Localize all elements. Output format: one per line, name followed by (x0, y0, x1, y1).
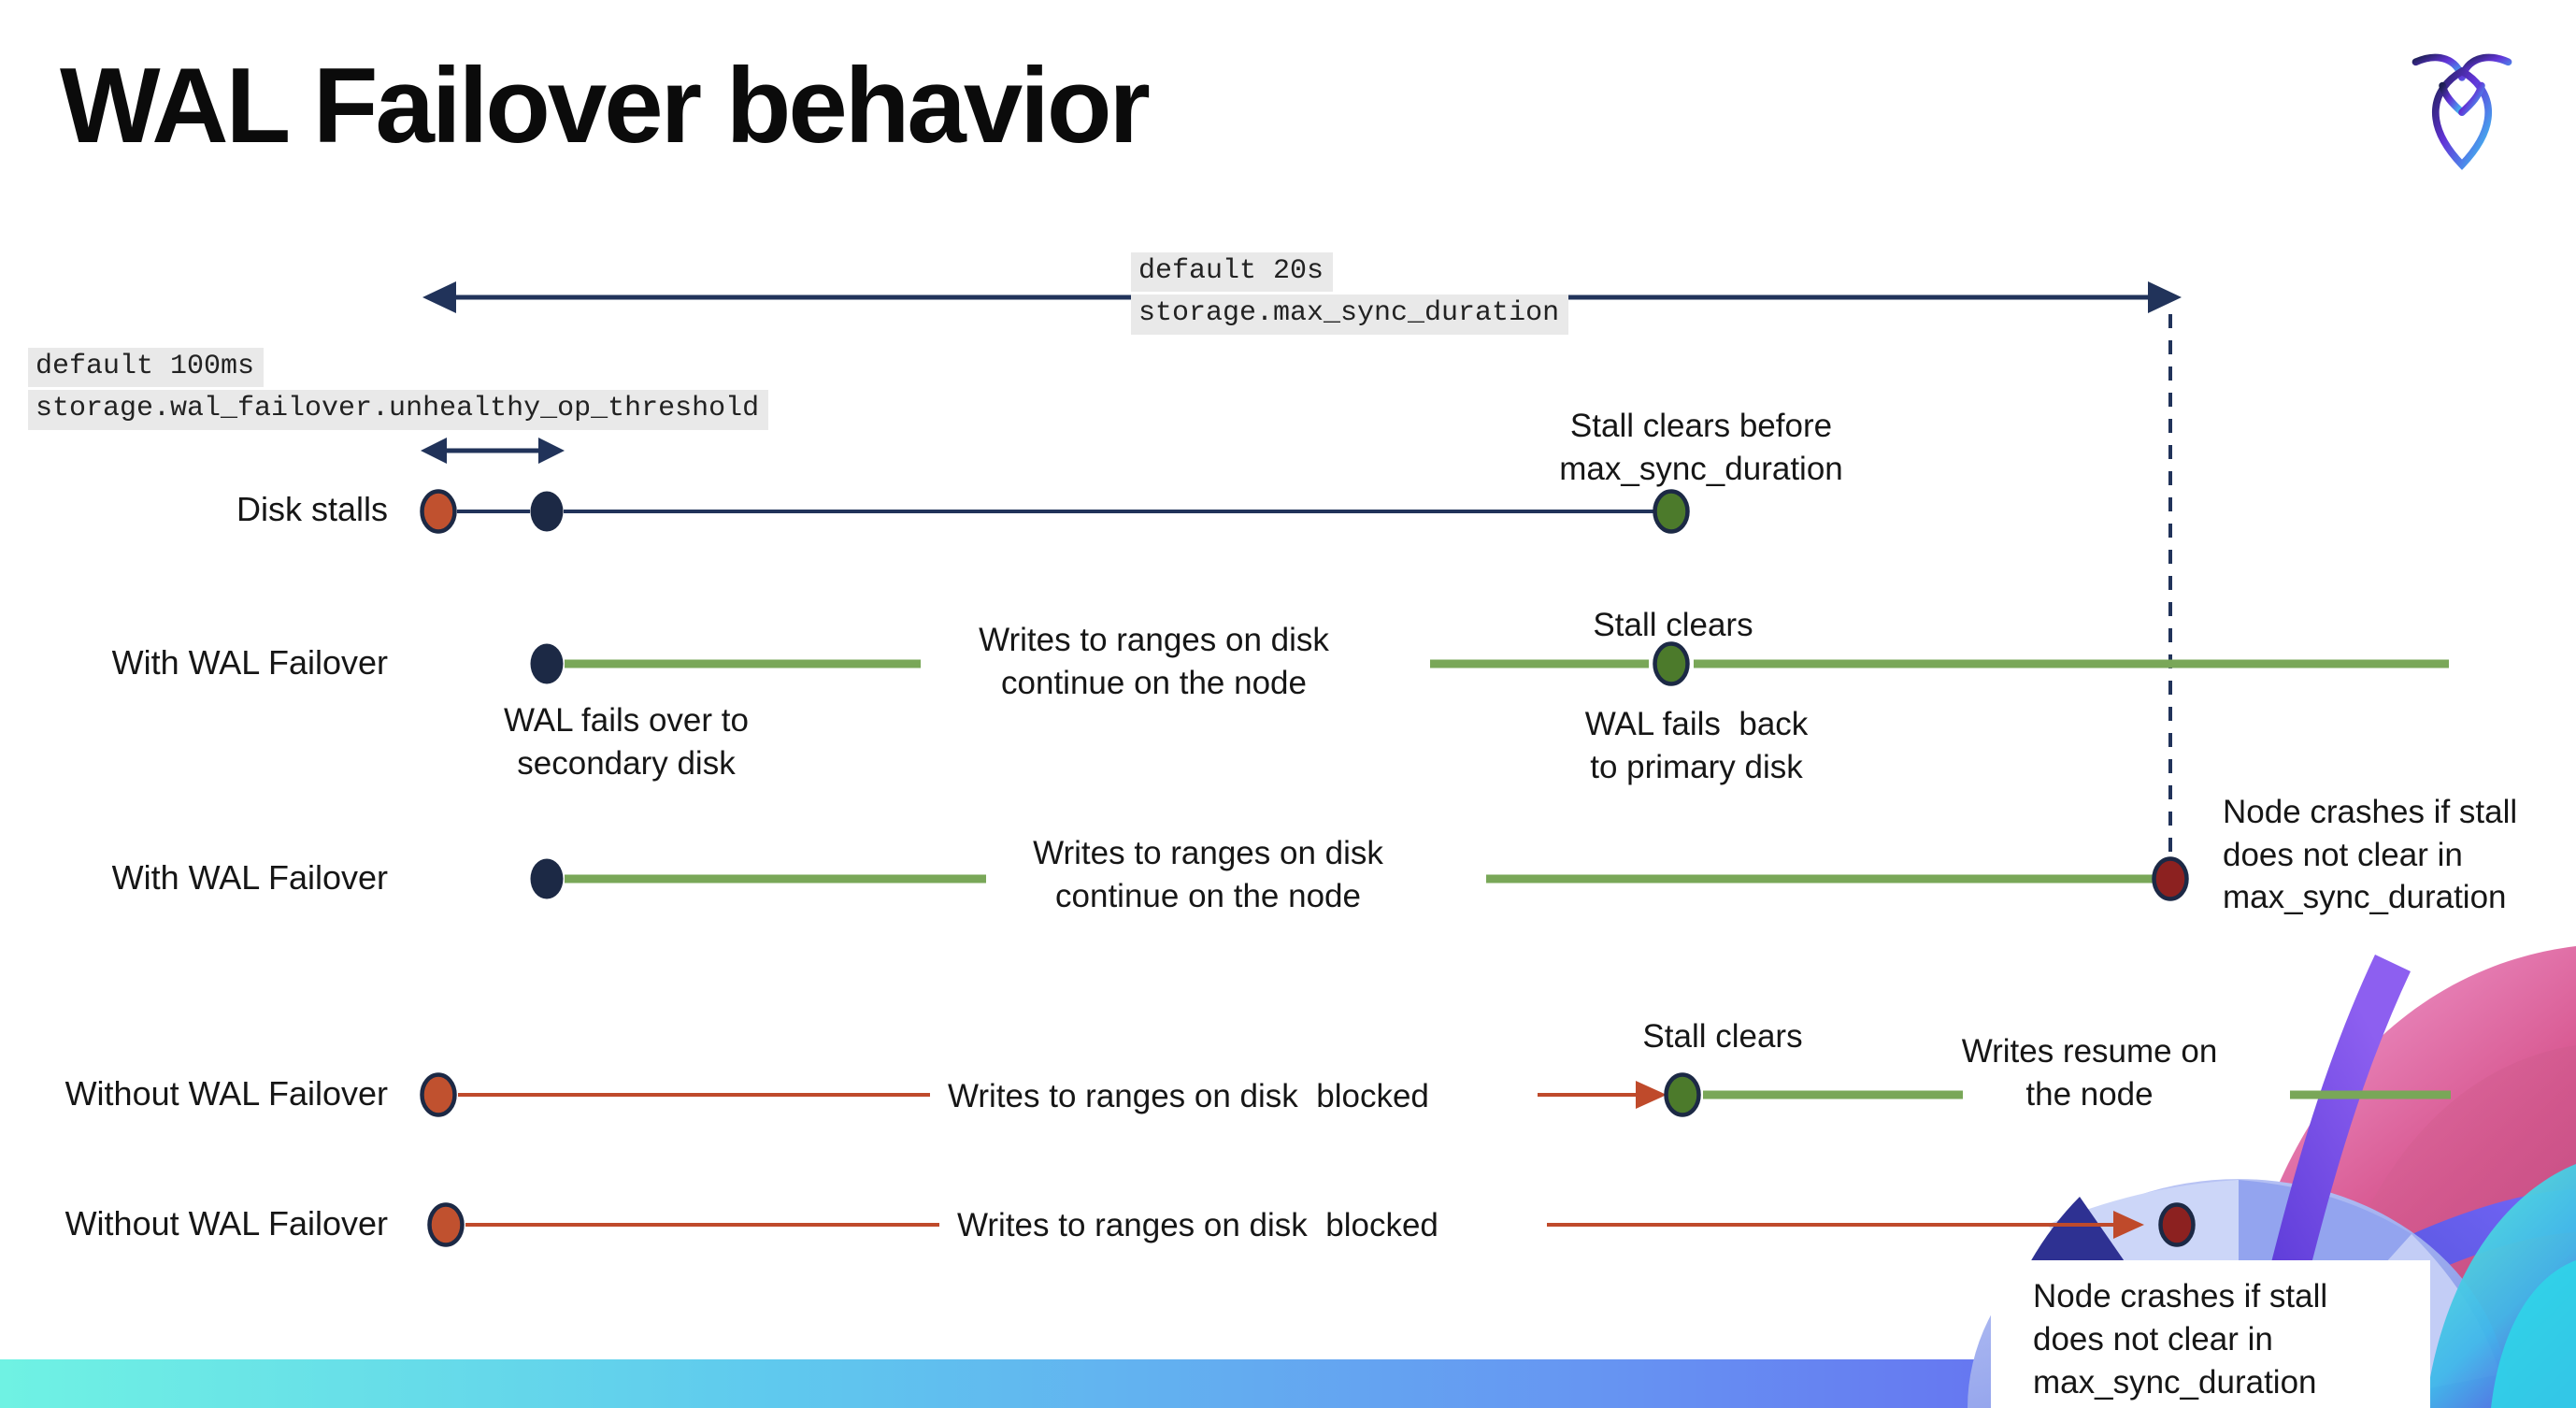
crash-callout-box: Node crashes if stall does not clear in … (1991, 1260, 2430, 1408)
max-sync-default-value: default 20s (1131, 252, 1334, 293)
stall-clears-dot (1653, 641, 1690, 686)
max-sync-duration-label: default 20s storage.max_sync_duration (1131, 252, 1569, 338)
row-with-failover-1-timeline (530, 641, 2449, 686)
row-label-without-failover-1: Without WAL Failover (64, 1074, 388, 1113)
threshold-default-value: default 100ms (28, 348, 265, 388)
row-disk-stalls-timeline (420, 489, 1690, 534)
row-label-disk-stalls: Disk stalls (236, 490, 388, 528)
writes-blocked-note-2: Writes to ranges on disk blocked (957, 1207, 1438, 1243)
stall-clears-note-2: Stall clears (1642, 1018, 1803, 1055)
row-without-failover-2-timeline (427, 1202, 2196, 1247)
stall-start-dot (427, 1202, 465, 1247)
stall-clears-dot (1664, 1072, 1701, 1117)
page-title: WAL Failover behavior (60, 47, 1151, 165)
row-with-failover-2-timeline (530, 856, 2189, 901)
failback-note: WAL fails back to primary disk (1584, 706, 1809, 785)
row-label-with-failover-2: With WAL Failover (111, 858, 388, 897)
unhealthy-op-threshold-arrow (421, 438, 565, 464)
stall-clears-before-note: Stall clears before max_sync_duration (1559, 408, 1843, 487)
stall-start-dot (420, 489, 457, 534)
node-crash-dot (2158, 1202, 2196, 1247)
crash-callout-text: Node crashes if stall does not clear in … (2033, 1278, 2328, 1401)
row-without-failover-1-timeline (420, 1072, 2451, 1117)
writes-blocked-note-1: Writes to ranges on disk blocked (948, 1078, 1429, 1114)
writes-continue-note-2: Writes to ranges on disk continue on the… (1033, 835, 1383, 914)
failover-note: WAL fails over to secondary disk (504, 702, 749, 782)
node-crash-dot (2152, 856, 2189, 901)
threshold-setting-name: storage.wal_failover.unhealthy_op_thresh… (28, 390, 769, 430)
stall-start-dot (420, 1072, 457, 1117)
stall-clears-note-1: Stall clears (1593, 607, 1753, 643)
writes-resume-note: Writes resume on the node (1961, 1033, 2218, 1113)
node-crash-note-1: Node crashes if stall does not clear in … (2223, 794, 2518, 915)
failover-dot (530, 643, 564, 684)
cockroachdb-logo-icon (2410, 49, 2514, 172)
row-label-with-failover-1: With WAL Failover (111, 643, 388, 682)
writes-continue-note-1: Writes to ranges on disk continue on the… (979, 622, 1329, 701)
failover-dot (530, 858, 564, 899)
row-label-without-failover-2: Without WAL Failover (64, 1204, 388, 1243)
stall-clears-dot (1653, 489, 1690, 534)
unhealthy-op-threshold-label: default 100ms storage.wal_failover.unhea… (28, 348, 769, 433)
threshold-dot (530, 491, 564, 532)
max-sync-setting-name: storage.max_sync_duration (1131, 295, 1569, 335)
